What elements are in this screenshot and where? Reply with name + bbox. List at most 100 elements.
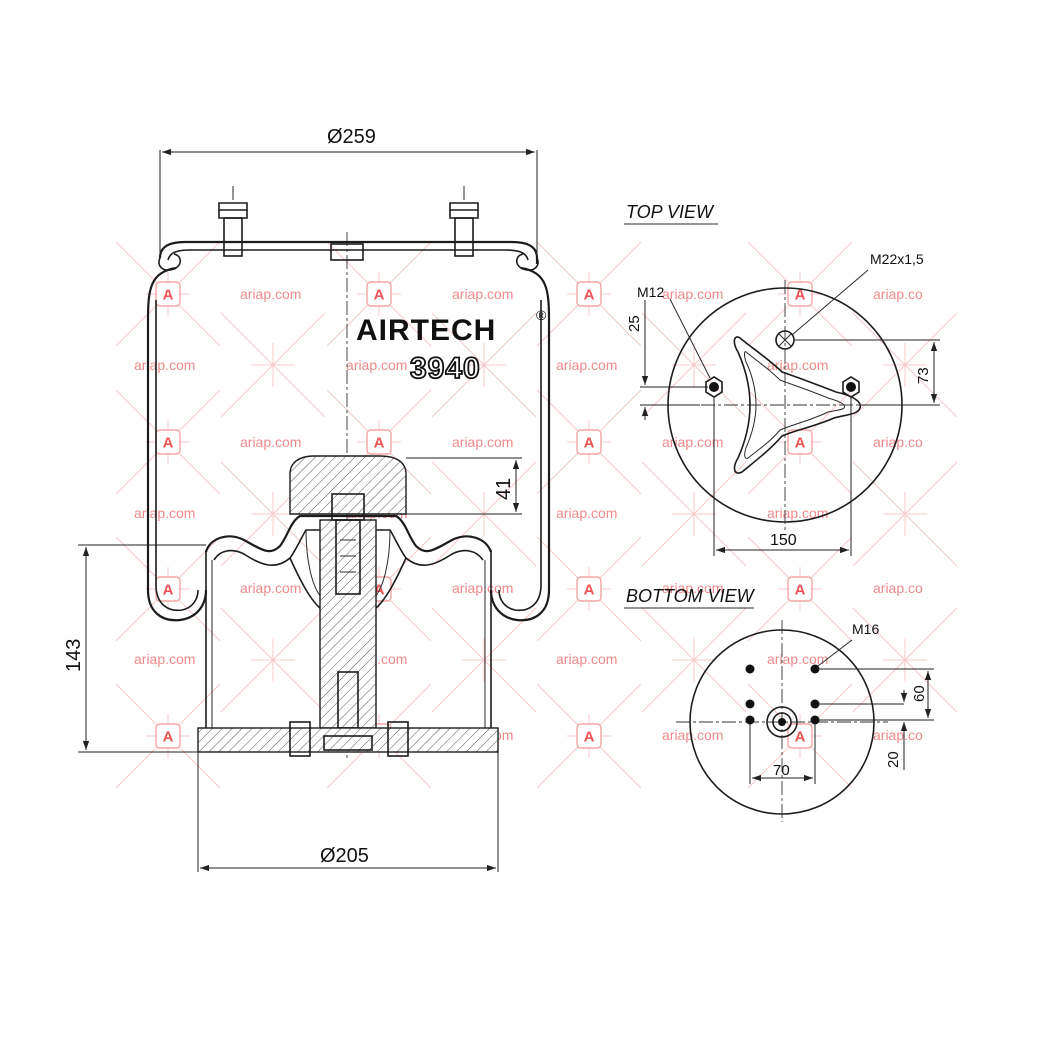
bellows-inner-right <box>498 300 542 612</box>
bottom-view-title: BOTTOM VIEW <box>626 586 756 606</box>
watermark-text: ariap.co <box>873 434 923 450</box>
bottom-bolts <box>745 664 820 725</box>
brand-name: AIRTECH <box>356 314 496 347</box>
watermark-badge-letter: A <box>374 287 385 304</box>
watermark-cross <box>852 312 958 418</box>
watermark-cross <box>220 312 326 418</box>
svg-text:150: 150 <box>770 532 797 549</box>
watermark-layer: AAAAAAAAAAAAAAAA ariap.com ariap.com ari… <box>115 241 958 789</box>
bottom-bolt <box>745 715 755 725</box>
svg-text:20: 20 <box>885 751 902 768</box>
watermark-cross <box>852 461 958 567</box>
svg-text:70: 70 <box>773 762 790 779</box>
watermark-badge-letter: A <box>584 729 595 746</box>
base-plate <box>197 727 499 753</box>
watermark-badge-letter: A <box>374 435 385 452</box>
watermark-text: ariap.com <box>767 505 828 521</box>
watermark-text: ariap.com <box>662 727 723 743</box>
watermark-text: ariap.co <box>873 727 923 743</box>
watermark-cross <box>431 312 537 418</box>
dim-bottom-small: 20 <box>818 690 908 770</box>
center-rod <box>319 519 377 729</box>
watermark-badge: A <box>366 429 392 455</box>
bellows-outer <box>146 266 208 622</box>
top-view-star-plate <box>733 336 862 474</box>
callout-top-bolt: M12 <box>637 284 664 300</box>
svg-text:143: 143 <box>63 639 85 672</box>
dim-bottom-vertical: 60 <box>818 668 934 721</box>
watermark-text: ariap.com <box>556 357 617 373</box>
svg-text:41: 41 <box>493 478 515 500</box>
watermark-cross <box>431 607 537 713</box>
watermark-text: ariap.com <box>134 651 195 667</box>
watermark-text: ariap.com <box>662 434 723 450</box>
watermark-text: ariap.com <box>767 357 828 373</box>
dim-top-offset: 25 <box>626 300 708 420</box>
bottom-bolt <box>810 699 820 709</box>
watermark-badge: A <box>576 429 602 455</box>
watermark-badge-letter: A <box>795 287 806 304</box>
watermark-text: ariap.com <box>556 651 617 667</box>
watermark-badge: A <box>155 576 181 602</box>
watermark-badge-letter: A <box>163 287 174 304</box>
dim-bottom-bolt-spacing: 70 <box>749 724 816 784</box>
rod-cap <box>331 493 365 521</box>
dim-piston-step: 41 <box>406 457 522 515</box>
dim-height: 143 <box>63 544 206 753</box>
watermark-badge: A <box>155 429 181 455</box>
top-plate <box>158 240 539 264</box>
part-number: 3940 <box>410 352 481 385</box>
watermark-text: ariap.com <box>240 286 301 302</box>
watermark-badge-letter: A <box>163 582 174 599</box>
watermark-badge: A <box>787 576 813 602</box>
watermark-text: ariap.com <box>240 434 301 450</box>
watermark-cross <box>641 607 747 713</box>
top-view-title: TOP VIEW <box>626 202 715 222</box>
watermark-text: ariap.com <box>452 434 513 450</box>
watermark-cross <box>641 312 747 418</box>
top-view-star-plate-inner <box>744 351 845 459</box>
watermark-text: ariap.com <box>556 505 617 521</box>
watermark-badge: A <box>787 723 813 749</box>
watermark-badge: A <box>366 281 392 307</box>
watermark-text: ariap.com <box>662 580 723 596</box>
dim-top-air-offset: 73 <box>795 339 940 406</box>
watermark-badge-letter: A <box>163 729 174 746</box>
dim-top-diameter: Ø259 <box>159 126 538 256</box>
watermark-crosses <box>115 241 958 789</box>
watermark-badge: A <box>787 281 813 307</box>
piston-cone-left <box>289 557 323 611</box>
watermark-badge-letter: A <box>584 435 595 452</box>
callout-bottom-bolt: M16 <box>852 621 879 637</box>
piston-cone-right <box>373 557 407 611</box>
top-view: TOP VIEW M12 M22x1,5 <box>624 202 940 556</box>
watermark-badge: A <box>155 723 181 749</box>
watermark-cross <box>220 607 326 713</box>
watermark-text: ariap.com <box>452 580 513 596</box>
base-plate-bolt-right <box>387 721 409 757</box>
watermark-badge-letter: A <box>584 582 595 599</box>
bottom-bolt <box>745 699 755 709</box>
callout-air-inlet: M22x1,5 <box>870 251 924 267</box>
watermark-badge: A <box>787 429 813 455</box>
bottom-center-boss-inner <box>772 712 792 732</box>
base-plate-nut <box>323 735 373 751</box>
svg-text:73: 73 <box>915 367 932 384</box>
bottom-view: BOTTOM VIEW M16 70 <box>624 586 934 822</box>
top-plate-inner <box>167 249 529 261</box>
watermark-badge-letter: A <box>795 435 806 452</box>
top-bolt-right <box>842 376 860 398</box>
bottom-bolt <box>745 664 755 674</box>
svg-text:Ø259: Ø259 <box>327 126 376 148</box>
stud-left <box>218 186 248 257</box>
watermark-text: ariap.com <box>134 505 195 521</box>
bottom-bolt <box>810 715 820 725</box>
top-bolt-left <box>705 376 723 398</box>
watermark-text: ariap.com <box>346 357 407 373</box>
bottom-center-boss <box>766 706 798 738</box>
svg-text:25: 25 <box>626 315 643 332</box>
piston-crown <box>204 514 493 553</box>
watermark-text: ariap.co <box>873 580 923 596</box>
brand-mark: ® <box>536 307 547 323</box>
air-inlet-boss <box>330 243 364 261</box>
